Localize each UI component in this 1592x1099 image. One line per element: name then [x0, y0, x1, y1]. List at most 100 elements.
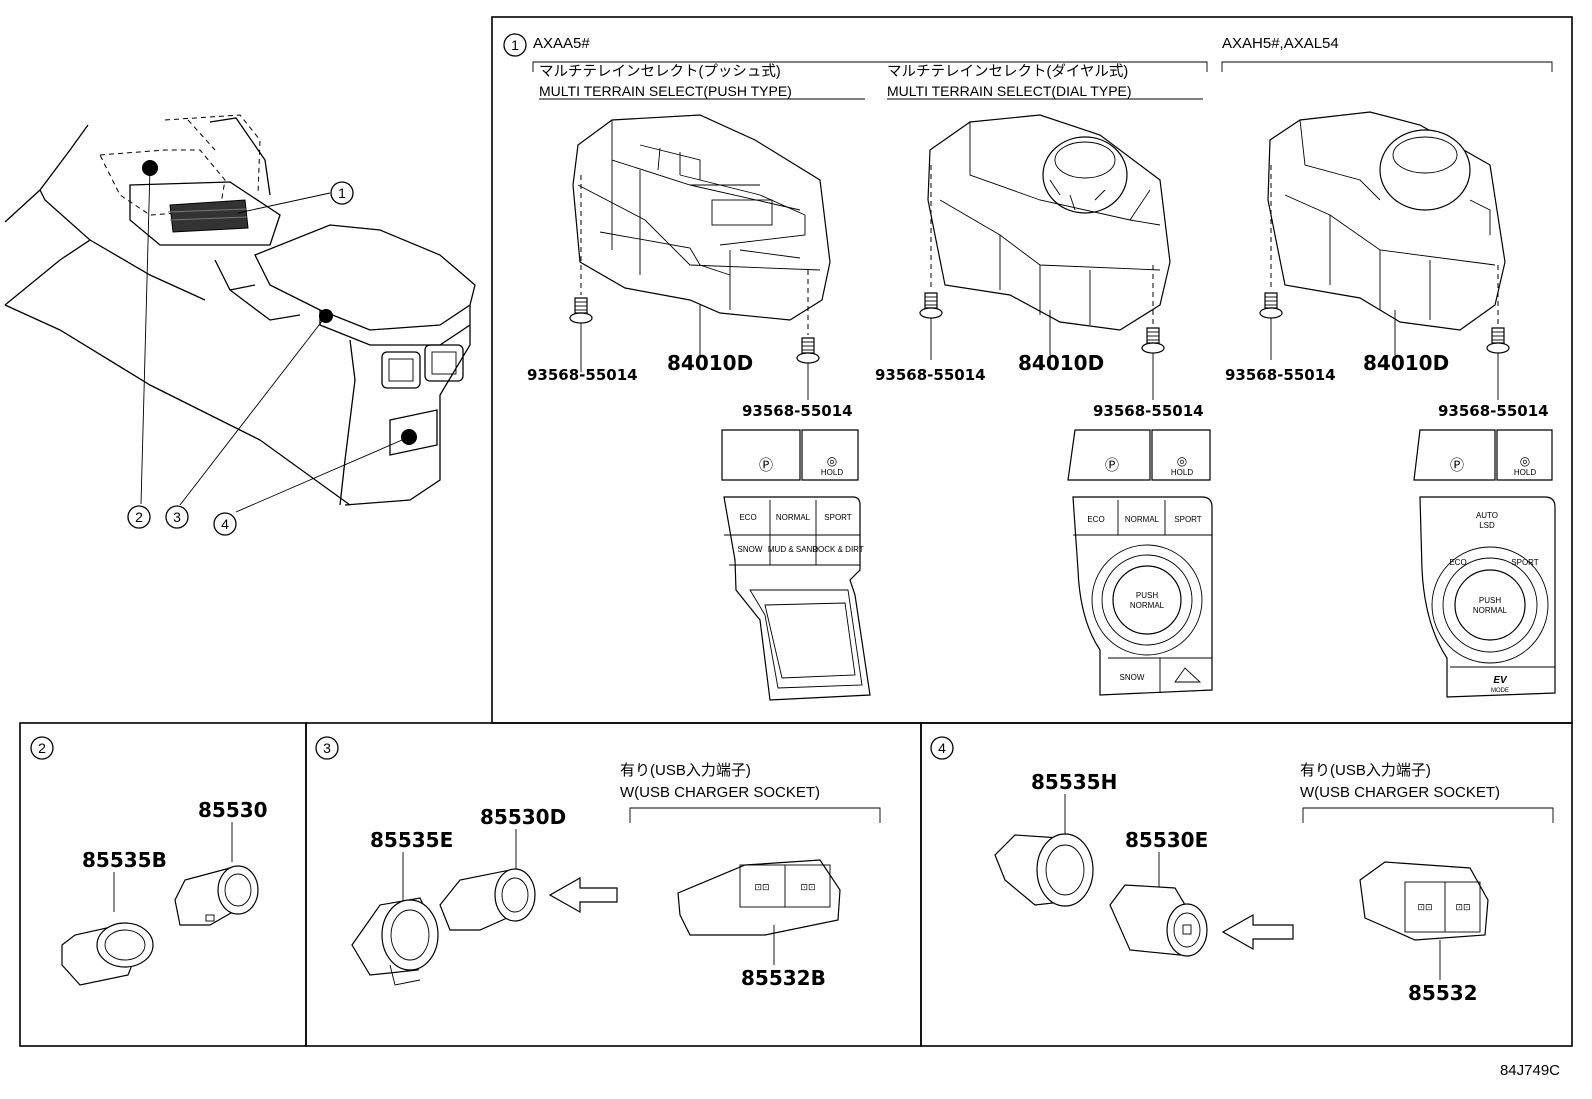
variant-a-label: AXAA5# — [533, 35, 590, 52]
dial-type-jp-label: マルチテレインセレクト(ダイヤル式) — [887, 63, 1128, 80]
switch-part-number-push: 84010D — [667, 351, 753, 375]
svg-text:1: 1 — [511, 37, 519, 53]
panel-3-part-c: 85532B — [741, 966, 826, 990]
panel-2-callout: 2 — [30, 736, 54, 760]
callout-1-overview: 1 — [330, 181, 354, 205]
svg-text:ECO: ECO — [1449, 558, 1466, 567]
svg-text:2: 2 — [38, 740, 46, 756]
switch-assembly-ev-type — [1267, 111, 1506, 331]
screw-part-number-dial-left: 93568-55014 — [875, 366, 986, 384]
svg-text:4: 4 — [221, 516, 229, 532]
socket-85530 — [174, 865, 259, 926]
panel-4-usb-jp: 有り(USB入力端子) — [1300, 762, 1431, 779]
variant-a-bracket — [532, 61, 1208, 72]
svg-text:PUSH: PUSH — [1136, 591, 1158, 600]
svg-text:1: 1 — [338, 185, 346, 201]
svg-text:⊡⊡: ⊡⊡ — [800, 882, 815, 892]
screw-ev-left — [1259, 165, 1283, 360]
svg-text:HOLD: HOLD — [1514, 468, 1536, 477]
switch-face-push-type: Ⓟ ◎ HOLD ECO NORMAL SPORT SNOW MUD & SAN… — [721, 429, 871, 701]
svg-text:SPORT: SPORT — [1511, 558, 1539, 567]
svg-text:⊡⊡: ⊡⊡ — [754, 882, 769, 892]
svg-text:SNOW: SNOW — [1120, 673, 1145, 682]
svg-text:AUTO: AUTO — [1476, 511, 1498, 520]
screw-part-number-push-right: 93568-55014 — [742, 402, 853, 420]
svg-text:◎: ◎ — [1520, 454, 1530, 468]
panel-4-callout: 4 — [930, 736, 954, 760]
screw-ev-right — [1486, 265, 1510, 400]
svg-text:4: 4 — [938, 740, 946, 756]
socket-85530D — [439, 868, 536, 931]
panel-1-callout: 1 — [503, 33, 527, 57]
svg-text:Ⓟ: Ⓟ — [759, 457, 773, 473]
svg-text:SNOW: SNOW — [738, 545, 763, 554]
screw-push-left — [569, 175, 593, 372]
panel-2-part-a-alt: 85530 — [198, 798, 268, 822]
panel-3-part-a: 85535E — [370, 828, 453, 852]
callout-3-overview: 3 — [165, 505, 189, 529]
svg-text:Ⓟ: Ⓟ — [1105, 457, 1119, 473]
usb-charger-85532: ⊡⊡ ⊡⊡ — [1359, 861, 1489, 941]
switch-face-dial-type: Ⓟ ◎ HOLD ECO NORMAL SPORT PUSH NORMAL SN… — [1067, 429, 1213, 696]
panel-4-frame — [920, 722, 1573, 1047]
switch-assembly-push-type — [572, 114, 831, 321]
svg-text:HOLD: HOLD — [821, 468, 843, 477]
svg-text:ROCK & DIRT: ROCK & DIRT — [812, 545, 864, 554]
svg-text:◎: ◎ — [827, 454, 837, 468]
panel-2-frame — [19, 722, 307, 1047]
screw-part-number-dial-right: 93568-55014 — [1093, 402, 1204, 420]
socket-cover-85535E — [351, 897, 439, 986]
svg-text:⊡⊡: ⊡⊡ — [1455, 902, 1470, 912]
panel-4-part-a: 85535H — [1031, 770, 1117, 794]
svg-text:NORMAL: NORMAL — [1473, 606, 1508, 615]
switch-part-number-dial: 84010D — [1018, 351, 1104, 375]
panel-4-part-b: 85530E — [1125, 828, 1208, 852]
panel-3-usb-en: W(USB CHARGER SOCKET) — [620, 784, 820, 801]
diagram-code: 84J749C — [1500, 1062, 1560, 1079]
screw-part-number-ev-right: 93568-55014 — [1438, 402, 1549, 420]
panel-3-callout: 3 — [315, 736, 339, 760]
svg-text:3: 3 — [173, 509, 181, 525]
svg-text:ECO: ECO — [739, 513, 756, 522]
screw-dial-left — [919, 165, 943, 360]
console-overview-illustration — [4, 114, 476, 513]
panel-4-usb-en: W(USB CHARGER SOCKET) — [1300, 784, 1500, 801]
socket-cover-85535B — [61, 922, 154, 986]
callout-2-overview: 2 — [127, 505, 151, 529]
callout-4-overview: 4 — [213, 512, 237, 536]
svg-text:NORMAL: NORMAL — [1130, 601, 1165, 610]
replace-arrow-panel-3 — [548, 876, 618, 914]
svg-text:2: 2 — [135, 509, 143, 525]
screw-part-number-ev-left: 93568-55014 — [1225, 366, 1336, 384]
variant-b-label: AXAH5#,AXAL54 — [1222, 35, 1339, 52]
socket-85530E — [1109, 884, 1208, 957]
svg-text:NORMAL: NORMAL — [1125, 515, 1160, 524]
screw-dial-right — [1141, 265, 1165, 400]
svg-text:◎: ◎ — [1177, 454, 1187, 468]
svg-text:SPORT: SPORT — [824, 513, 852, 522]
svg-text:3: 3 — [323, 740, 331, 756]
panel-3-usb-jp: 有り(USB入力端子) — [620, 762, 751, 779]
svg-text:ECO: ECO — [1087, 515, 1104, 524]
screw-push-right — [796, 270, 820, 400]
replace-arrow-panel-4 — [1221, 913, 1294, 951]
screw-part-number-push-left: 93568-55014 — [527, 366, 638, 384]
dial-type-en-label: MULTI TERRAIN SELECT(DIAL TYPE) — [887, 83, 1132, 99]
panel-3-part-b: 85530D — [480, 805, 566, 829]
svg-text:MODE: MODE — [1491, 688, 1509, 694]
svg-text:MUD & SAND: MUD & SAND — [768, 545, 818, 554]
svg-text:SPORT: SPORT — [1174, 515, 1202, 524]
svg-text:⊡⊡: ⊡⊡ — [1417, 902, 1432, 912]
push-type-en-label: MULTI TERRAIN SELECT(PUSH TYPE) — [539, 83, 792, 99]
svg-text:EV: EV — [1493, 675, 1508, 686]
svg-text:NORMAL: NORMAL — [776, 513, 811, 522]
socket-cover-85535H — [994, 833, 1094, 907]
panel-4-part-c: 85532 — [1408, 981, 1478, 1005]
switch-part-number-ev: 84010D — [1363, 351, 1449, 375]
panel-2-part-a: 85535B — [82, 848, 167, 872]
svg-text:LSD: LSD — [1479, 521, 1495, 530]
push-type-jp-label: マルチテレインセレクト(プッシュ式) — [539, 63, 781, 80]
svg-text:PUSH: PUSH — [1479, 596, 1501, 605]
svg-text:HOLD: HOLD — [1171, 468, 1193, 477]
